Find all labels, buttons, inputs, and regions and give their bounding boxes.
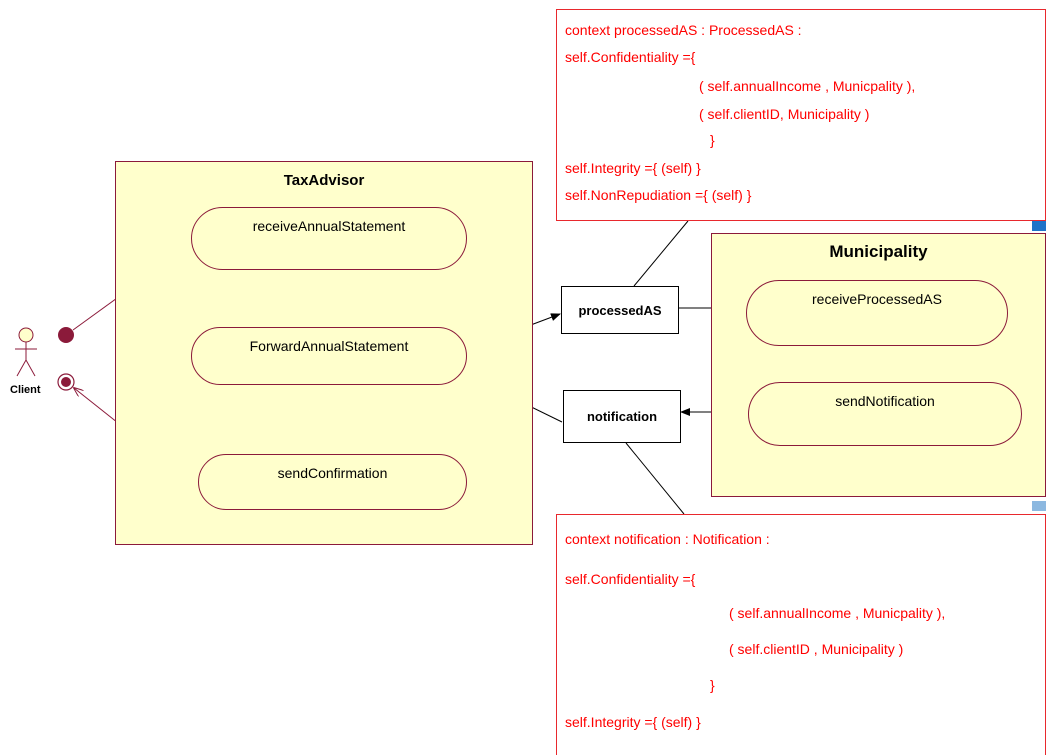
note-line: self.Integrity ={ (self) } xyxy=(565,160,701,176)
action-label: receiveAnnualStatement xyxy=(252,218,406,234)
note-line: ( self.clientID , Municipality ) xyxy=(729,641,904,657)
note-line: } xyxy=(710,132,715,148)
processedas-object[interactable]: processedAS xyxy=(561,286,679,334)
client-actor-label: Client xyxy=(10,384,41,396)
note-anchor-notification xyxy=(625,442,685,515)
processedas-constraint-note: context processedAS : ProcessedAS : self… xyxy=(556,9,1046,221)
initial-node xyxy=(58,327,74,343)
note-line: self.Confidentiality ={ xyxy=(565,49,696,65)
notification-object[interactable]: notification xyxy=(563,390,681,443)
action-label: ForwardAnnualStatement xyxy=(249,338,409,354)
receive-annual-statement-action[interactable]: receiveAnnualStatement xyxy=(191,207,467,270)
final-node xyxy=(57,373,75,391)
note-line: self.Confidentiality ={ xyxy=(565,571,696,587)
note-line: ( self.clientID, Municipality ) xyxy=(699,106,870,122)
taxadvisor-title: TaxAdvisor xyxy=(283,172,365,189)
note-anchor-processed xyxy=(633,220,689,287)
client-actor-figure xyxy=(15,327,37,377)
note-line: } xyxy=(710,677,715,693)
notification-constraint-note: context notification : Notification : se… xyxy=(556,514,1046,755)
note-line: context processedAS : ProcessedAS : xyxy=(565,22,802,38)
note-line: self.NonRepudiation ={ (self) } xyxy=(565,187,752,203)
note-line: context notification : Notification : xyxy=(565,531,770,547)
note-line: ( self.annualIncome , Municpality ), xyxy=(729,605,946,621)
send-confirmation-action[interactable]: sendConfirmation xyxy=(198,454,467,510)
municipality-title: Municipality xyxy=(829,242,928,261)
forward-annual-statement-action[interactable]: ForwardAnnualStatement xyxy=(191,327,467,385)
municipality-partition: Municipality xyxy=(711,233,1046,497)
receive-processed-as-action[interactable]: receiveProcessedAS xyxy=(746,280,1008,346)
selection-handle xyxy=(1032,221,1046,231)
selection-handle xyxy=(1032,501,1046,511)
note-line: self.Integrity ={ (self) } xyxy=(565,714,701,730)
action-label: sendConfirmation xyxy=(277,465,388,481)
note-line: ( self.annualIncome , Municpality ), xyxy=(699,78,916,94)
action-label: receiveProcessedAS xyxy=(812,291,942,307)
action-label: sendNotification xyxy=(835,393,935,409)
send-notification-action[interactable]: sendNotification xyxy=(748,382,1022,446)
